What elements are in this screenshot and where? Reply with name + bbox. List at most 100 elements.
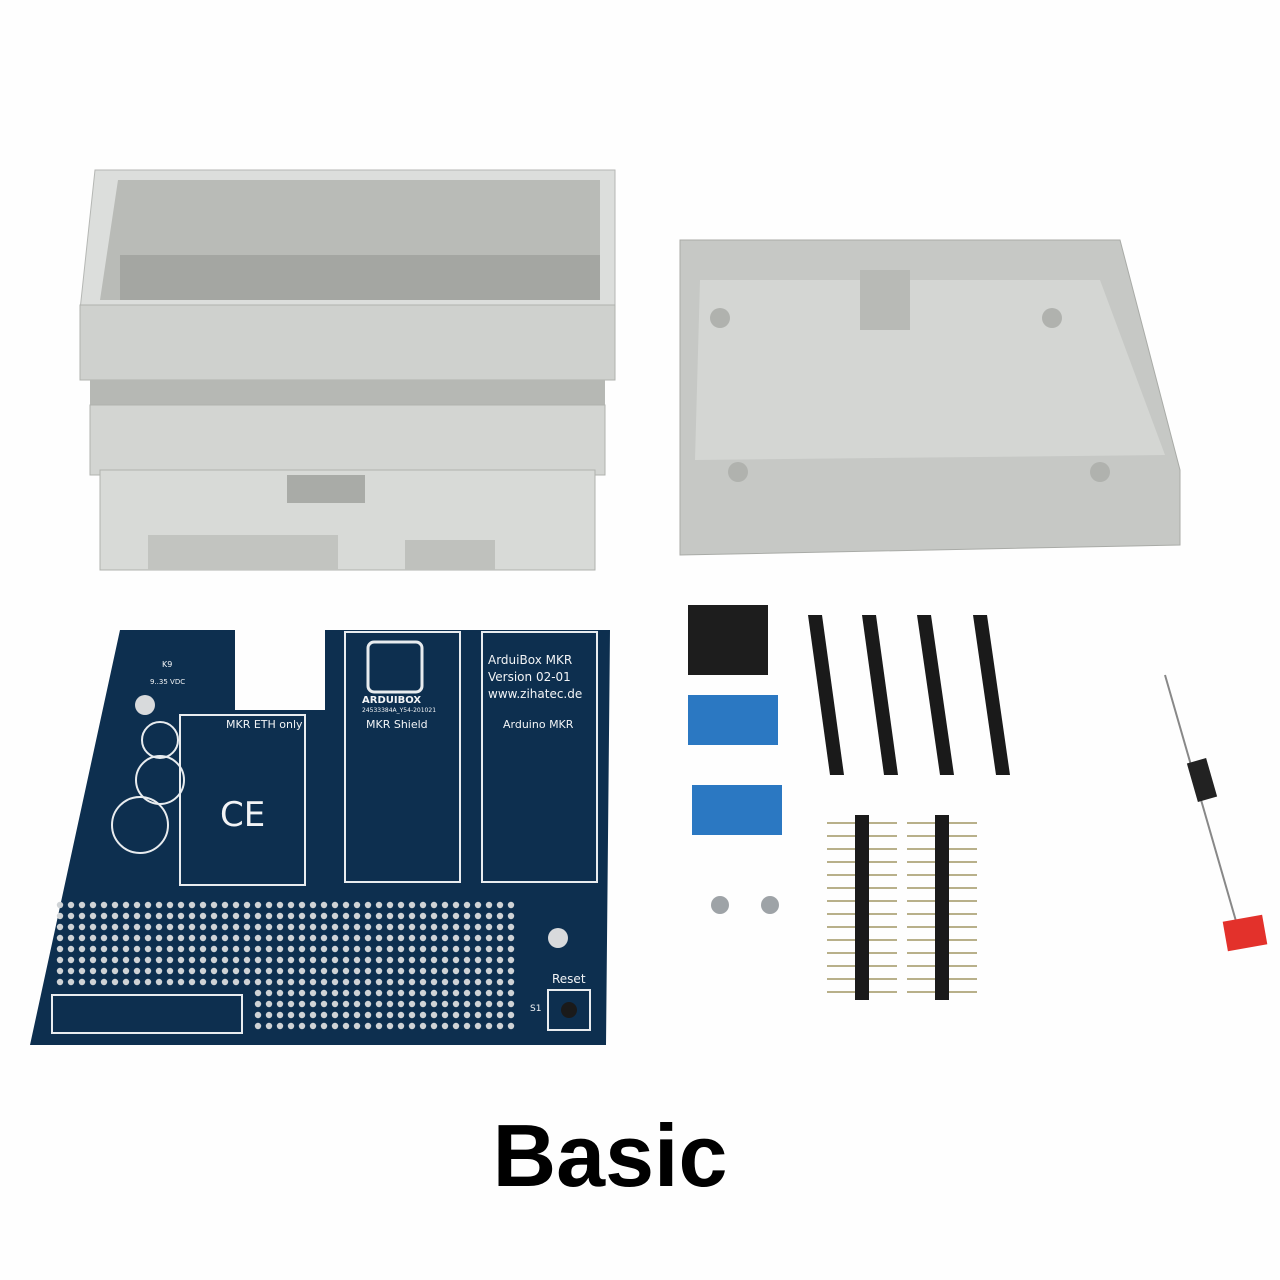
proto-hole <box>474 1000 482 1008</box>
proto-hole <box>89 967 97 975</box>
proto-hole <box>254 934 262 942</box>
label-s1: S1 <box>530 1004 542 1014</box>
proto-hole <box>496 989 504 997</box>
proto-hole <box>298 945 306 953</box>
proto-hole <box>177 956 185 964</box>
proto-hole <box>441 912 449 920</box>
proto-hole <box>408 989 416 997</box>
proto-hole <box>364 1022 372 1030</box>
proto-hole <box>320 1000 328 1008</box>
proto-hole <box>210 967 218 975</box>
proto-hole <box>430 912 438 920</box>
proto-hole <box>386 956 394 964</box>
proto-hole <box>408 1022 416 1030</box>
proto-hole <box>320 967 328 975</box>
proto-hole <box>298 978 306 986</box>
proto-hole <box>397 1011 405 1019</box>
proto-hole <box>364 945 372 953</box>
proto-hole <box>452 923 460 931</box>
terminal-blocks <box>688 605 782 914</box>
proto-hole <box>342 1022 350 1030</box>
proto-hole <box>254 923 262 931</box>
pcb-board <box>30 630 610 1045</box>
proto-hole <box>397 945 405 953</box>
proto-hole <box>287 923 295 931</box>
proto-hole <box>276 989 284 997</box>
proto-hole <box>265 1022 273 1030</box>
proto-hole <box>89 978 97 986</box>
proto-hole <box>397 1000 405 1008</box>
proto-hole <box>474 923 482 931</box>
proto-hole <box>353 956 361 964</box>
proto-hole <box>67 923 75 931</box>
proto-hole <box>342 1011 350 1019</box>
proto-hole <box>232 945 240 953</box>
male-header <box>935 815 949 1000</box>
proto-hole <box>122 945 130 953</box>
proto-hole <box>144 945 152 953</box>
proto-hole <box>287 967 295 975</box>
proto-hole <box>364 901 372 909</box>
proto-hole <box>353 1022 361 1030</box>
proto-hole <box>111 912 119 920</box>
proto-hole <box>496 934 504 942</box>
proto-hole <box>353 923 361 931</box>
proto-hole <box>188 967 196 975</box>
female-header <box>808 615 844 775</box>
proto-hole <box>375 945 383 953</box>
proto-hole <box>485 1022 493 1030</box>
proto-hole <box>276 967 284 975</box>
proto-hole <box>463 945 471 953</box>
proto-hole <box>166 912 174 920</box>
proto-hole <box>309 989 317 997</box>
proto-hole <box>254 956 262 964</box>
proto-grid <box>56 901 515 1030</box>
proto-hole <box>243 956 251 964</box>
proto-hole <box>298 1000 306 1008</box>
proto-hole <box>419 989 427 997</box>
proto-hole <box>265 912 273 920</box>
proto-hole <box>320 1011 328 1019</box>
proto-hole <box>78 956 86 964</box>
proto-hole <box>254 1000 262 1008</box>
proto-hole <box>56 912 64 920</box>
proto-hole <box>144 934 152 942</box>
proto-hole <box>430 1000 438 1008</box>
proto-hole <box>122 912 130 920</box>
proto-hole <box>56 923 64 931</box>
proto-hole <box>463 978 471 986</box>
proto-hole <box>353 945 361 953</box>
proto-hole <box>452 1011 460 1019</box>
proto-hole <box>210 912 218 920</box>
proto-hole <box>386 1022 394 1030</box>
proto-hole <box>463 989 471 997</box>
proto-hole <box>419 978 427 986</box>
proto-hole <box>507 967 515 975</box>
proto-hole <box>89 956 97 964</box>
proto-hole <box>166 934 174 942</box>
proto-hole <box>397 967 405 975</box>
proto-hole <box>331 1022 339 1030</box>
female-header <box>917 615 954 775</box>
proto-hole <box>430 901 438 909</box>
proto-hole <box>309 967 317 975</box>
proto-hole <box>254 1011 262 1019</box>
caption: Basic <box>492 1106 728 1205</box>
proto-hole <box>210 956 218 964</box>
proto-hole <box>243 978 251 986</box>
proto-hole <box>78 967 86 975</box>
proto-hole <box>364 967 372 975</box>
proto-hole <box>100 956 108 964</box>
proto-hole <box>386 989 394 997</box>
proto-hole <box>331 912 339 920</box>
proto-hole <box>408 1011 416 1019</box>
proto-hole <box>188 956 196 964</box>
proto-hole <box>342 934 350 942</box>
proto-hole <box>155 901 163 909</box>
proto-hole <box>177 901 185 909</box>
proto-hole <box>276 1011 284 1019</box>
proto-hole <box>166 945 174 953</box>
proto-hole <box>56 967 64 975</box>
proto-hole <box>463 912 471 920</box>
